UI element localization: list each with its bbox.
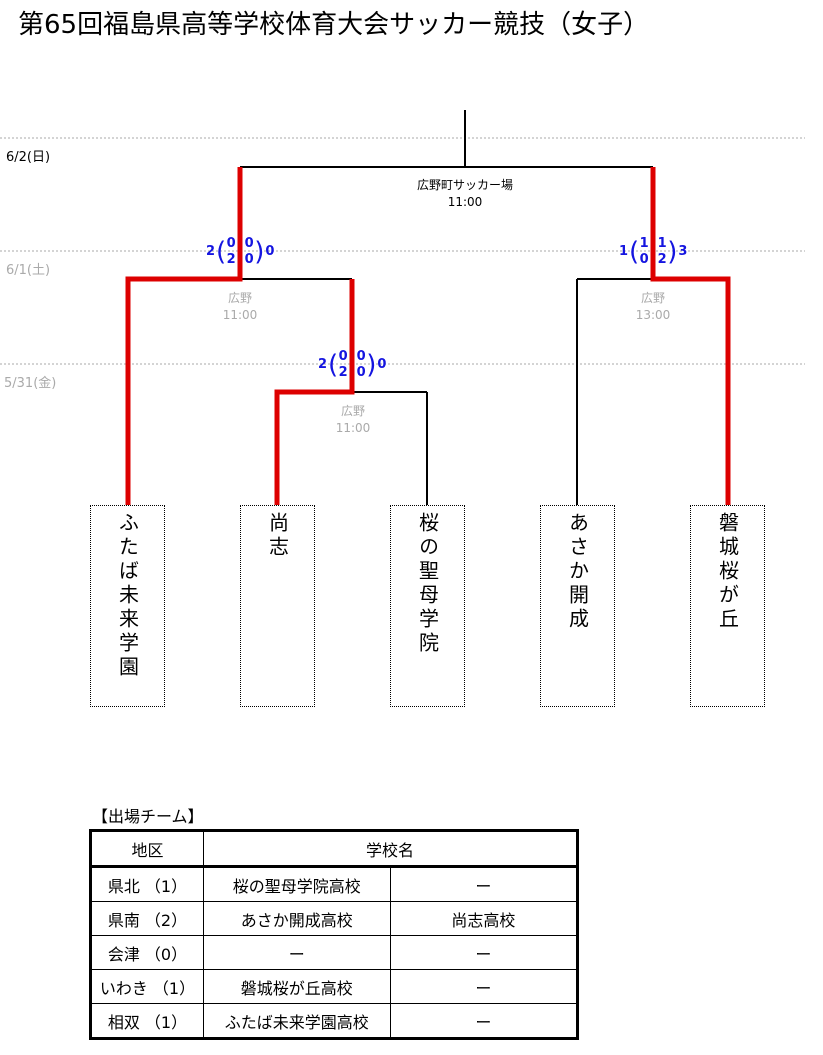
- entry-table: 地区 学校名 県北 （1）桜の聖母学院高校ー県南 （2）あさか開成高校尚志高校会…: [89, 829, 579, 1040]
- qf-venue: 広野 11:00: [293, 403, 413, 437]
- table-row: 県北 （1）桜の聖母学院高校ー: [90, 866, 579, 902]
- semi-right-venue: 広野 13:00: [593, 290, 713, 324]
- score-half1-right: 1: [657, 236, 667, 251]
- winner-path-shoshi: [274, 279, 355, 508]
- score-half2-left: 0: [639, 252, 649, 267]
- score-total-left: 1: [619, 244, 629, 259]
- bracket-lines: [0, 110, 805, 508]
- table-row: 県南 （2）あさか開成高校尚志高校: [90, 901, 579, 936]
- school-cell-1: 桜の聖母学院高校: [202, 866, 391, 902]
- school-cell-2: ー: [389, 969, 579, 1004]
- team-name: あさか開成: [565, 512, 590, 632]
- header-district: 地区: [90, 830, 204, 868]
- district-cell: 会津 （0）: [90, 935, 204, 970]
- school-cell-2: ー: [389, 935, 579, 970]
- table-row: 相双 （1）ふたば未来学園高校ー: [90, 1003, 579, 1039]
- district-cell: 県北 （1）: [90, 866, 204, 902]
- semi-left-venue: 広野 11:00: [180, 290, 300, 324]
- match-time: 13:00: [635, 308, 671, 322]
- team-box-shoshi: 尚志: [240, 505, 315, 707]
- venue-name: 広野: [340, 404, 365, 418]
- score-half2-left: 2: [226, 252, 236, 267]
- match-time: 11:00: [447, 195, 483, 209]
- venue-name: 広野町サッカー場: [416, 178, 513, 192]
- team-box-asaka: あさか開成: [540, 505, 615, 707]
- team-box-iwakisakuragaoka: 磐城桜が丘: [690, 505, 765, 707]
- table-row: 会津 （0）ーー: [90, 935, 579, 970]
- score-half1-left: 0: [226, 236, 236, 251]
- score-total-right: 3: [678, 244, 688, 259]
- score-half1-left: 0: [338, 349, 348, 364]
- team-name: 尚志: [265, 512, 290, 560]
- date-label-6-2: 6/2(日): [6, 150, 51, 165]
- school-cell-1: ー: [202, 935, 391, 970]
- score-total-right: 0: [265, 244, 275, 259]
- winner-path-futaba: [125, 167, 243, 508]
- team-box-sakuranoseibo: 桜の聖母学院: [390, 505, 465, 707]
- school-cell-1: ふたば未来学園高校: [202, 1003, 391, 1039]
- venue-name: 広野: [227, 291, 252, 305]
- school-cell-2: ー: [389, 866, 579, 902]
- school-cell-1: 磐城桜が丘高校: [202, 969, 391, 1004]
- date-label-5-31: 5/31(金): [4, 376, 57, 391]
- team-name: 磐城桜が丘: [715, 512, 740, 632]
- score-total-left: 2: [318, 357, 328, 372]
- score-half2-right: 0: [356, 365, 366, 380]
- score-total-left: 2: [206, 244, 216, 259]
- score-total-right: 0: [377, 357, 387, 372]
- header-school: 学校名: [202, 830, 579, 868]
- table-row: いわき （1）磐城桜が丘高校ー: [90, 969, 579, 1004]
- team-name: 桜の聖母学院: [415, 512, 440, 656]
- venue-name: 広野: [640, 291, 665, 305]
- score-half2-left: 2: [338, 365, 348, 380]
- match-time: 11:00: [222, 308, 258, 322]
- score-half1-right: 0: [356, 349, 366, 364]
- score-half2-right: 0: [244, 252, 254, 267]
- final-venue: 広野町サッカー場 11:00: [405, 177, 525, 211]
- score-half2-right: 2: [657, 252, 667, 267]
- score-half1-left: 1: [639, 236, 649, 251]
- match-time: 11:00: [335, 421, 371, 435]
- school-cell-2: 尚志高校: [389, 901, 579, 936]
- winner-path-iwaki: [650, 167, 731, 508]
- entry-label: 【出場チーム】: [92, 807, 204, 826]
- district-cell: 県南 （2）: [90, 901, 204, 936]
- date-label-6-1: 6/1(土): [6, 263, 51, 278]
- school-cell-1: あさか開成高校: [202, 901, 391, 936]
- score-half1-right: 0: [244, 236, 254, 251]
- district-cell: いわき （1）: [90, 969, 204, 1004]
- school-cell-2: ー: [389, 1003, 579, 1039]
- team-name: ふたば未来学園: [115, 512, 140, 680]
- table-header-row: 地区 学校名: [90, 830, 579, 868]
- page-title: 第65回福島県高等学校体育大会サッカー競技（女子）: [18, 10, 650, 40]
- district-cell: 相双 （1）: [90, 1003, 204, 1039]
- team-box-futaba: ふたば未来学園: [90, 505, 165, 707]
